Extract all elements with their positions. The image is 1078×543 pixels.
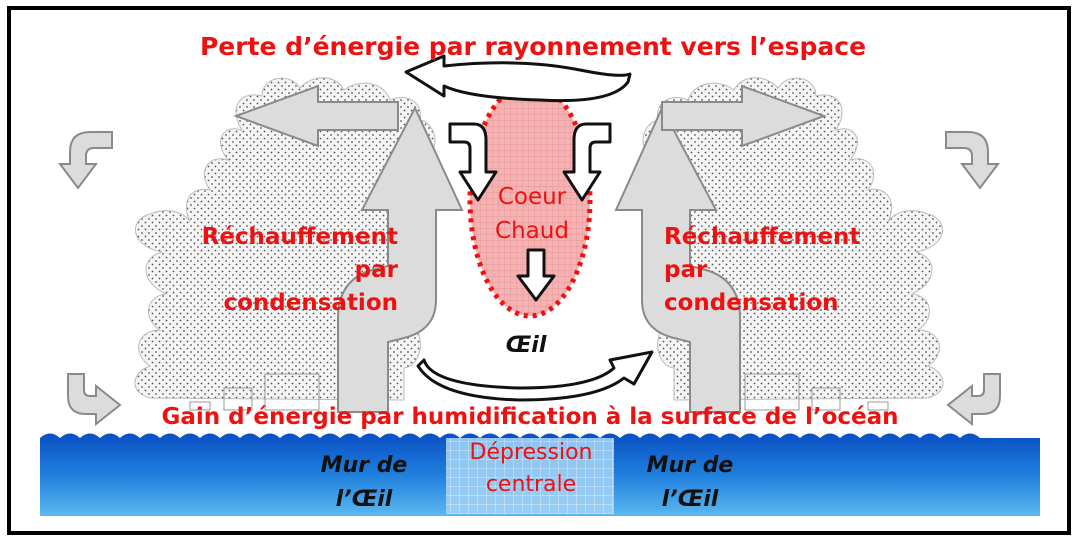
cloud-base-bar-left-3 [264, 373, 320, 411]
heating-right-line2: par [664, 257, 708, 283]
heating-right-line3: condensation [664, 290, 839, 316]
heating-left-line3: condensation [223, 290, 398, 316]
updraft-arrow-left [337, 105, 464, 413]
subsidence-arrow-left [448, 122, 498, 202]
descent-arrow-upper-left [58, 131, 113, 190]
inflow-arrow-lower-left [67, 373, 122, 427]
cloud-base-bar-right-1 [867, 401, 889, 411]
eyewall-left-line2: l’Œil [336, 487, 393, 512]
inflow-arrow-lower-right [946, 373, 1001, 427]
cloud-base-bar-left-1 [189, 401, 211, 411]
warm-core-label-line2: Chaud [495, 218, 569, 244]
eyewall-right-line2: l’Œil [662, 487, 719, 512]
subsidence-arrow-right [562, 122, 612, 202]
bottom-circulation-arrow [416, 350, 654, 402]
bottom-energy-label: Gain d’énergie par humidification à la s… [161, 404, 898, 430]
outflow-arrow-right [661, 84, 827, 148]
depression-label-line1: Dépression [470, 440, 593, 465]
warm-core-label-line1: Coeur [498, 184, 567, 210]
cloud-base-bar-left-2 [223, 387, 253, 411]
heating-right-line1: Réchauffement [664, 224, 860, 250]
outflow-arrow-left [233, 84, 399, 148]
eyewall-left-line1: Mur de [321, 453, 408, 478]
top-energy-label: Perte d’énergie par rayonnement vers l’e… [200, 32, 866, 61]
eyewall-right-line1: Mur de [647, 453, 734, 478]
cloud-base-bar-right-2 [811, 387, 841, 411]
heating-left-line2: par [355, 257, 399, 283]
depression-label-line2: centrale [486, 472, 576, 497]
top-circulation-arrow [404, 54, 632, 103]
cloud-base-bar-right-3 [744, 373, 800, 411]
heating-left-line1: Réchauffement [202, 224, 398, 250]
eye-label: Œil [506, 333, 547, 358]
subsidence-arrow-center [516, 248, 556, 302]
descent-arrow-upper-right [945, 131, 1000, 190]
central-depression-panel [446, 438, 614, 514]
